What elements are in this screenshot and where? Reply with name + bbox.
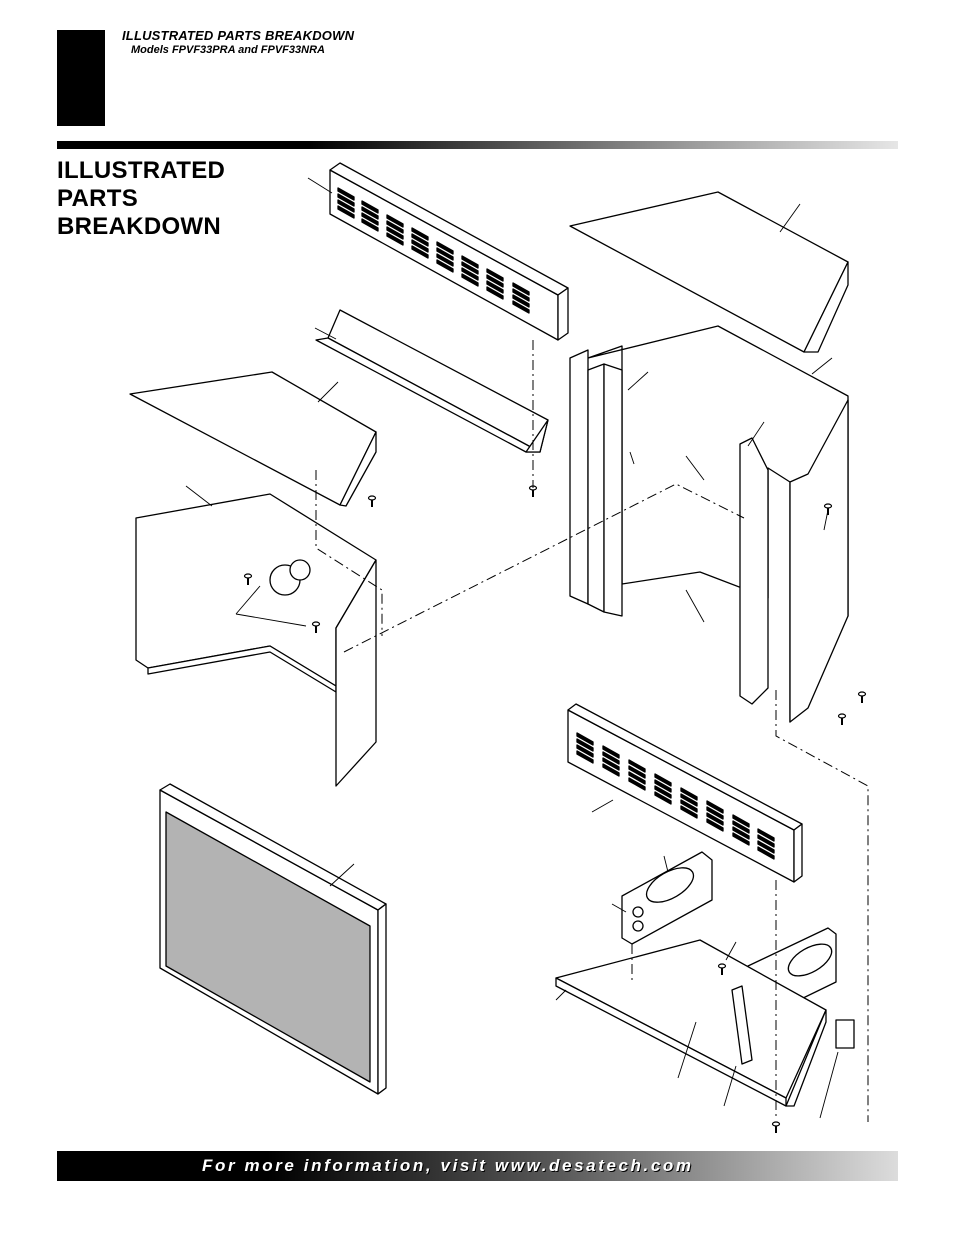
base-panel [555,939,855,1107]
page-tab-marker [57,30,105,126]
angled-deflector [315,309,549,453]
header-title: ILLUSTRATED PARTS BREAKDOWN [122,28,355,43]
section-title-line-1: ILLUSTRATED [57,157,226,184]
header-subtitle: Models FPVF33PRA and FPVF33NRA [131,44,325,56]
footer-text: For more information, visit www.desatech… [202,1156,694,1175]
section-title: ILLUSTRATED PARTS BREAKDOWN [57,157,287,241]
left-side-wall [135,493,377,787]
glass-door [159,783,387,1095]
top-louver-panel [329,162,569,341]
right-firebox-enclosure [569,325,849,723]
footer-bar: For more information, visit www.desatech… [57,1151,898,1181]
left-top-panel [129,371,377,507]
right-top-panel [569,191,849,353]
header-rule [57,141,898,149]
lower-louver-panel [567,703,803,883]
section-title-line-3: BREAKDOWN [57,213,222,240]
left-mounting-bracket [621,851,713,945]
section-title-line-2: PARTS [57,185,139,212]
